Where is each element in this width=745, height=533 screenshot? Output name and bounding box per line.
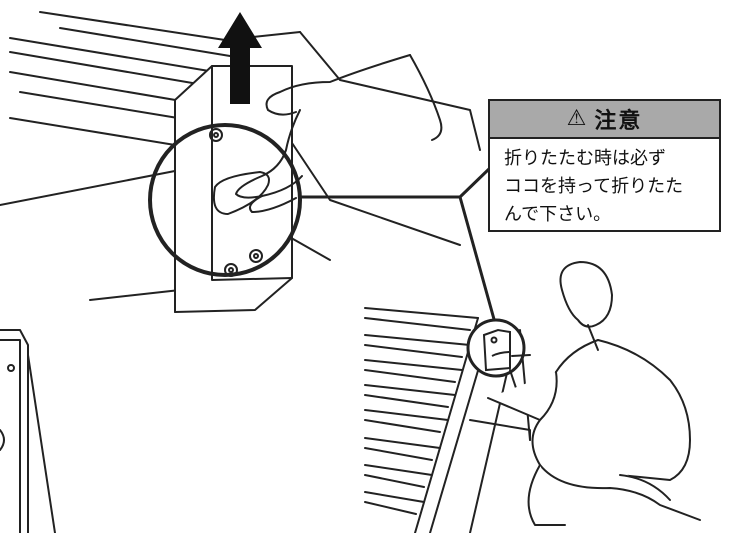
- magnifier-circle: [148, 123, 302, 277]
- warning-triangle-icon: ⚠: [566, 106, 587, 131]
- caution-line: ココを持って折りたた: [504, 176, 684, 197]
- grip-magnifier-circle: [466, 318, 526, 378]
- hand: [235, 54, 443, 213]
- caution-message: 折りたたむ時は必ず ココを持って折りたた んで下さい。: [490, 139, 719, 229]
- caution-line: 折りたたむ時は必ず: [504, 148, 666, 169]
- caution-header: ⚠ 注意: [490, 101, 719, 139]
- worker-figure: [487, 261, 701, 526]
- caution-title: 注意: [594, 109, 643, 134]
- caution-box: ⚠ 注意 折りたたむ時は必ず ココを持って折りたた んで下さい。: [488, 99, 721, 232]
- callout-leader: [298, 166, 499, 332]
- partial-frame-left: [0, 329, 56, 533]
- up-arrow-icon: [218, 12, 262, 104]
- caution-line: んで下さい。: [504, 204, 612, 225]
